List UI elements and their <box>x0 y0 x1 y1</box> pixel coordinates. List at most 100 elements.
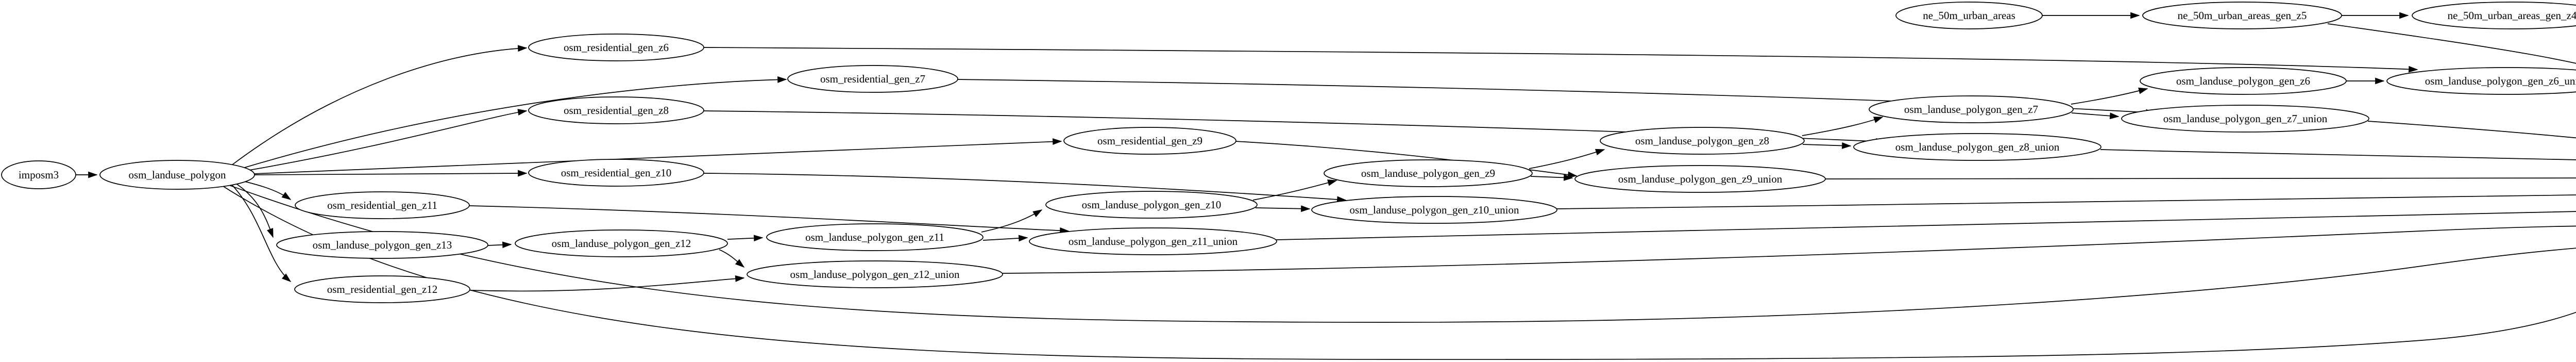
node-osm_landuse_polygon_gen_z12-shape <box>515 229 728 257</box>
edge-osm_landuse_polygon-osm_residential_gen_z10 <box>254 170 528 177</box>
node-osm_landuse_polygon_gen_z12_union: osm_landuse_polygon_gen_z12_union <box>747 260 1003 288</box>
node-imposm3: imposm3 <box>1 160 76 189</box>
node-osm_residential_gen_z10: osm_residential_gen_z10 <box>528 159 704 187</box>
edge-osm_residential_gen_z11-osm_landuse_polygon_gen_z11_union <box>469 205 1070 234</box>
node-osm_landuse_polygon_gen_z8_union-shape <box>1853 133 2102 161</box>
node-osm_residential_gen_z12-label: osm_residential_gen_z12 <box>327 283 438 295</box>
node-osm_residential_gen_z11-shape <box>295 191 470 219</box>
edge-osm_residential_gen_z6-osm_landuse_polygon_gen_z6_union <box>703 47 2418 73</box>
edge-osm_landuse_polygon-osm_landuse_polygon_gen_z13 <box>232 181 274 238</box>
node-osm_residential_gen_z12: osm_residential_gen_z12 <box>294 275 470 303</box>
node-osm_residential_gen_z11-label: osm_residential_gen_z11 <box>327 199 437 211</box>
node-osm_landuse_polygon: osm_landuse_polygon <box>99 160 255 190</box>
node-osm_residential_gen_z9: osm_residential_gen_z9 <box>1063 127 1236 155</box>
node-imposm3-label: imposm3 <box>19 169 59 181</box>
node-osm_residential_gen_z11: osm_residential_gen_z11 <box>295 191 470 219</box>
edge-osm_landuse_polygon_gen_z12_union-layer_landuse_z12 <box>1002 225 2576 274</box>
node-osm_landuse_polygon_gen_z9_union: osm_landuse_polygon_gen_z9_union <box>1574 165 1826 193</box>
node-ne_50m_urban_areas_gen_z4: ne_50m_urban_areas_gen_z4 <box>2412 2 2576 29</box>
node-osm_residential_gen_z6: osm_residential_gen_z6 <box>528 34 704 61</box>
edge-osm_landuse_polygon_gen_z11-osm_landuse_polygon_gen_z10 <box>981 209 1043 233</box>
edge-osm_landuse_polygon-osm_residential_gen_z6 <box>231 45 528 166</box>
edge-osm_landuse_polygon_gen_z7-osm_landuse_polygon_gen_z6 <box>2071 87 2148 105</box>
node-ne_50m_urban_areas-shape <box>1895 2 2043 29</box>
edge-osm_landuse_polygon-osm_residential_gen_z9 <box>253 138 1062 174</box>
edge-osm_landuse_polygon_gen_z12-osm_landuse_polygon_gen_z12_union <box>719 249 745 268</box>
node-osm_landuse_polygon_gen_z10_union-shape <box>1311 196 1557 224</box>
node-osm_landuse_polygon_gen_z7_union: osm_landuse_polygon_gen_z7_union <box>2121 105 2369 133</box>
node-osm_landuse_polygon_gen_z8_union-label: osm_landuse_polygon_gen_z8_union <box>1895 141 2060 153</box>
node-osm_landuse_polygon_gen_z10: osm_landuse_polygon_gen_z10 <box>1045 191 1258 219</box>
node-osm_landuse_polygon_gen_z7_union-shape <box>2121 105 2369 133</box>
edge-osm_landuse_polygon-osm_residential_gen_z11 <box>238 179 292 200</box>
edge-osm_landuse_polygon_gen_z9-osm_landuse_polygon_gen_z8 <box>1529 149 1605 169</box>
edge-osm_landuse_polygon_gen_z10_union-layer_landuse_z10 <box>1556 194 2576 209</box>
node-osm_landuse_polygon_gen_z7: osm_landuse_polygon_gen_z7 <box>1869 95 2074 123</box>
node-osm_landuse_polygon_gen_z13: osm_landuse_polygon_gen_z13 <box>276 231 488 259</box>
edge-osm_landuse_polygon-osm_residential_gen_z8 <box>246 109 528 171</box>
node-osm_landuse_polygon_gen_z9: osm_landuse_polygon_gen_z9 <box>1324 159 1533 187</box>
node-osm_landuse_polygon_gen_z13-shape <box>276 231 488 259</box>
node-osm_landuse_polygon_gen_z12_union-shape <box>747 260 1003 288</box>
node-osm_residential_gen_z6-label: osm_residential_gen_z6 <box>564 41 669 54</box>
node-osm_landuse_polygon_gen_z7-shape <box>1869 95 2074 123</box>
edge-osm_landuse_polygon_gen_z8-osm_landuse_polygon_gen_z8_union <box>1802 142 1852 149</box>
node-ne_50m_urban_areas: ne_50m_urban_areas <box>1895 2 2043 29</box>
node-osm_residential_gen_z10-shape <box>528 159 704 187</box>
node-osm_landuse_polygon_gen_z11-shape <box>766 223 984 251</box>
node-osm_landuse_polygon_gen_z6_union-shape <box>2386 67 2576 95</box>
node-osm_residential_gen_z7-label: osm_residential_gen_z7 <box>820 73 925 85</box>
node-osm_landuse_polygon_gen_z6-shape <box>2140 67 2347 95</box>
edge-osm_landuse_polygon-layer_landuse_z13 <box>224 183 2576 323</box>
node-osm_residential_gen_z8-label: osm_residential_gen_z8 <box>564 104 669 117</box>
edge-osm_landuse_polygon_gen_z10-osm_landuse_polygon_gen_z9 <box>1252 179 1337 201</box>
node-osm_landuse_polygon-label: osm_landuse_polygon <box>129 169 226 181</box>
node-osm_landuse_polygon_gen_z7-label: osm_landuse_polygon_gen_z7 <box>1904 103 2038 116</box>
edge-osm_landuse_polygon_gen_z7_union-layer_landuse_z7 <box>2367 121 2576 139</box>
node-osm_landuse_polygon_gen_z10-shape <box>1045 191 1258 219</box>
edge-osm_landuse_polygon_gen_z11-osm_landuse_polygon_gen_z11_union <box>982 235 1028 242</box>
node-osm_landuse_polygon-shape <box>99 160 255 190</box>
edge-osm_landuse_polygon-layer_landuse_z14 <box>220 184 2576 360</box>
node-osm_residential_gen_z12-shape <box>294 275 470 303</box>
node-osm_residential_gen_z6-shape <box>528 34 704 61</box>
node-ne_50m_urban_areas_gen_z5-label: ne_50m_urban_areas_gen_z5 <box>2178 9 2307 22</box>
edge-group <box>76 12 2576 360</box>
edge-osm_landuse_polygon_gen_z10-osm_landuse_polygon_gen_z10_union <box>1255 205 1311 212</box>
node-osm_residential_gen_z7-shape <box>787 65 958 93</box>
node-ne_50m_urban_areas_gen_z5: ne_50m_urban_areas_gen_z5 <box>2142 2 2342 29</box>
edge-osm_landuse_polygon_gen_z8_union-layer_landuse_z8 <box>2100 149 2576 161</box>
node-osm_landuse_polygon_gen_z9-shape <box>1324 159 1533 187</box>
node-osm_landuse_polygon_gen_z11_union: osm_landuse_polygon_gen_z11_union <box>1029 227 1277 255</box>
node-osm_landuse_polygon_gen_z13-label: osm_landuse_polygon_gen_z13 <box>313 239 452 251</box>
edge-osm_landuse_polygon_gen_z13-osm_landuse_polygon_gen_z12 <box>487 241 512 249</box>
node-osm_residential_gen_z8-shape <box>528 96 704 124</box>
node-ne_50m_urban_areas_gen_z5-shape <box>2142 2 2342 29</box>
node-osm_landuse_polygon_gen_z6_union: osm_landuse_polygon_gen_z6_union <box>2386 67 2576 95</box>
edge-osm_landuse_polygon_gen_z8-osm_landuse_polygon_gen_z7 <box>1802 117 1884 136</box>
node-osm_landuse_polygon_gen_z12-label: osm_landuse_polygon_gen_z12 <box>552 237 691 250</box>
node-osm_landuse_polygon_gen_z8: osm_landuse_polygon_gen_z8 <box>1600 127 1805 155</box>
edge-osm_residential_gen_z12-osm_landuse_polygon_gen_z12_union <box>470 275 745 292</box>
edge-osm_residential_gen_z10-osm_landuse_polygon_gen_z10_union <box>703 173 1347 203</box>
edge-osm_landuse_polygon_gen_z9-osm_landuse_polygon_gen_z9_union <box>1530 174 1573 181</box>
node-ne_50m_urban_areas_gen_z4-shape <box>2412 2 2576 29</box>
node-osm_landuse_polygon_gen_z11: osm_landuse_polygon_gen_z11 <box>766 223 984 251</box>
node-osm_landuse_polygon_gen_z8-label: osm_landuse_polygon_gen_z8 <box>1635 135 1769 147</box>
node-osm_landuse_polygon_gen_z10_union-label: osm_landuse_polygon_gen_z10_union <box>1350 204 1519 216</box>
edge-osm_landuse_polygon-osm_residential_gen_z7 <box>241 76 787 169</box>
node-osm_landuse_polygon_gen_z11_union-shape <box>1029 227 1277 255</box>
node-osm_landuse_polygon_gen_z12: osm_landuse_polygon_gen_z12 <box>515 229 728 257</box>
node-osm_landuse_polygon_gen_z9_union-shape <box>1574 165 1826 193</box>
node-osm_landuse_polygon_gen_z6: osm_landuse_polygon_gen_z6 <box>2140 67 2347 95</box>
node-ne_50m_urban_areas_gen_z4-label: ne_50m_urban_areas_gen_z4 <box>2448 9 2576 22</box>
node-osm_landuse_polygon_gen_z6_union-label: osm_landuse_polygon_gen_z6_union <box>2425 75 2576 87</box>
node-osm_landuse_polygon_gen_z11-label: osm_landuse_polygon_gen_z11 <box>805 231 944 243</box>
node-osm_residential_gen_z8: osm_residential_gen_z8 <box>528 96 704 124</box>
node-osm_residential_gen_z9-shape <box>1063 127 1236 155</box>
node-imposm3-shape <box>1 160 76 189</box>
node-osm_landuse_polygon_gen_z11_union-label: osm_landuse_polygon_gen_z11_union <box>1069 235 1238 248</box>
edge-osm_landuse_polygon_gen_z9_union-layer_landuse_z9 <box>1824 177 2576 179</box>
